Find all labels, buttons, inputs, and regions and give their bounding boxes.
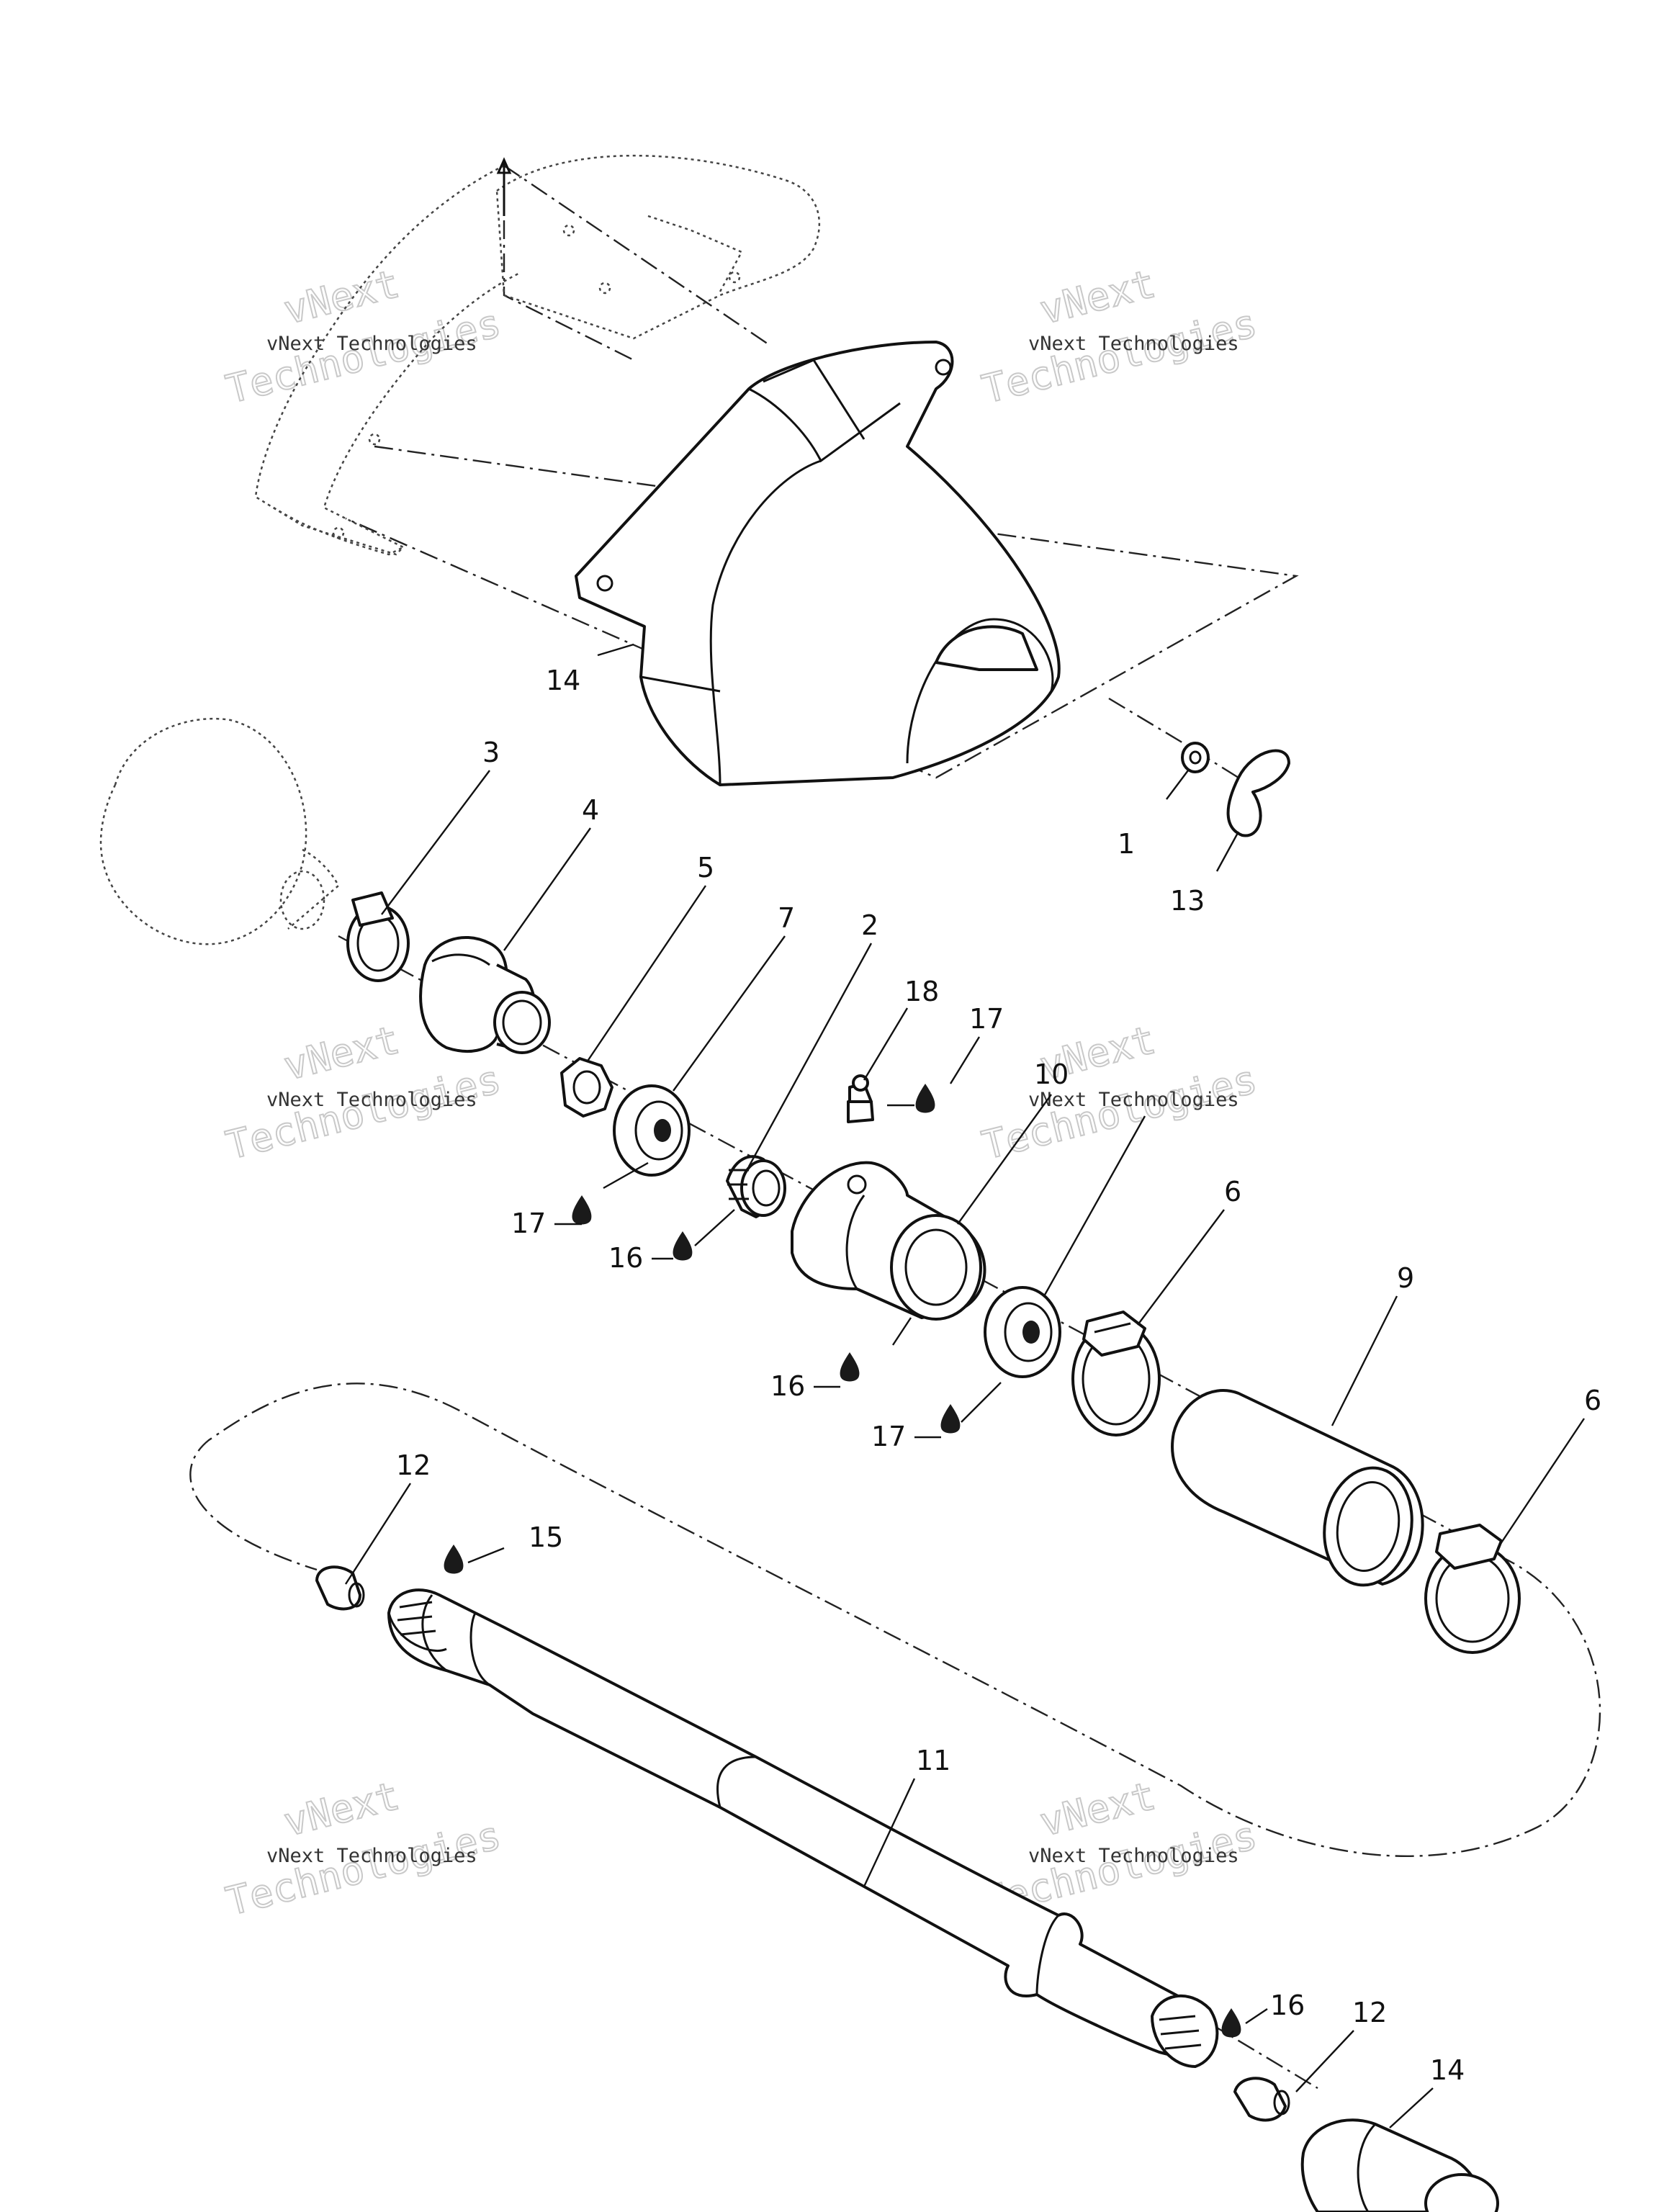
svg-text:vNext: vNext bbox=[279, 1773, 404, 1845]
grease-drop-icon bbox=[1221, 2008, 1241, 2038]
watermark-mid-right: vNext Technologies vNext Technologies bbox=[977, 1016, 1262, 1169]
callout-labels: 14 1 13 3 4 5 7 2 18 17 10 17 6 9 6 17 1… bbox=[396, 665, 1601, 2086]
svg-text:vNext Technologies: vNext Technologies bbox=[266, 1089, 477, 1111]
svg-text:vNext: vNext bbox=[1035, 261, 1160, 333]
grease-drop-icon bbox=[572, 1195, 592, 1225]
watermark-top-left: vNext Technologies vNext Technologies bbox=[221, 260, 506, 413]
svg-text:Technologies: Technologies bbox=[222, 300, 505, 413]
grease-drop-icon bbox=[840, 1352, 860, 1382]
callout-10: 10 bbox=[1034, 1058, 1069, 1090]
callout-2: 2 bbox=[861, 909, 878, 941]
leader-lines bbox=[344, 770, 1585, 2128]
grease-drop-icon bbox=[940, 1404, 961, 1434]
callout-15: 14 bbox=[546, 665, 580, 696]
hex-nut bbox=[560, 1057, 613, 1118]
svg-text:vNext: vNext bbox=[1035, 1773, 1160, 1845]
jet-pump-reference-outline bbox=[99, 717, 340, 945]
watermark-bottom-left: vNext Technologies vNext Technologies bbox=[221, 1772, 506, 1925]
svg-text:Technologies: Technologies bbox=[978, 1056, 1262, 1169]
hull-reference-outline bbox=[254, 154, 821, 556]
svg-text:vNext Technologies: vNext Technologies bbox=[266, 1845, 477, 1867]
svg-text:Technologies: Technologies bbox=[978, 300, 1262, 413]
oil-seal-front bbox=[613, 1084, 691, 1177]
rubber-boot bbox=[419, 936, 551, 1054]
hose-clamp-upper bbox=[1071, 1310, 1161, 1437]
callout-13: 13 bbox=[1170, 885, 1205, 917]
callout-16-shaft: 15 bbox=[529, 1521, 563, 1553]
svg-text:vNext Technologies: vNext Technologies bbox=[266, 333, 477, 355]
callout-11: 11 bbox=[916, 1745, 950, 1776]
callout-6-upper: 6 bbox=[1224, 1176, 1241, 1208]
rubber-hose bbox=[1171, 1389, 1424, 1587]
callout-12-upper: 12 bbox=[396, 1449, 431, 1481]
grease-drop-icon bbox=[673, 1231, 693, 1261]
grease-drop-markers bbox=[444, 1084, 1241, 2038]
oil-seal-rear bbox=[984, 1286, 1061, 1378]
drive-shaft bbox=[387, 1588, 1219, 2068]
callout-16-mid: 16 bbox=[770, 1370, 805, 1402]
callout-17-bottom: 17 bbox=[871, 1421, 906, 1452]
svg-text:vNext Technologies: vNext Technologies bbox=[1028, 333, 1239, 355]
callout-12-lower: 12 bbox=[1352, 1997, 1387, 2028]
shaft-cover bbox=[575, 341, 1061, 786]
grease-fitting bbox=[847, 1074, 874, 1123]
callout-17-left: 17 bbox=[511, 1208, 546, 1239]
grease-drop-icon bbox=[444, 1545, 464, 1574]
callout-3: 3 bbox=[482, 737, 500, 768]
svg-text:vNext: vNext bbox=[279, 261, 404, 333]
svg-text:vNext: vNext bbox=[279, 1017, 404, 1089]
hose-clamp-lower bbox=[1424, 1524, 1521, 1654]
svg-text:vNext Technologies: vNext Technologies bbox=[1028, 1089, 1239, 1111]
svg-text:Technologies: Technologies bbox=[222, 1812, 505, 1925]
callout-17-top: 17 bbox=[969, 1003, 1004, 1035]
callout-4: 4 bbox=[582, 794, 599, 826]
callout-9: 9 bbox=[1397, 1262, 1414, 1294]
callout-16-lower: 16 bbox=[1270, 1990, 1305, 2021]
callout-14-number: 14 bbox=[1430, 2054, 1465, 2086]
bushing bbox=[1300, 2118, 1499, 2212]
callout-18: 18 bbox=[904, 976, 939, 1007]
callout-16-left: 16 bbox=[608, 1242, 643, 1274]
washer bbox=[1181, 742, 1210, 773]
svg-text:vNext Technologies: vNext Technologies bbox=[1028, 1845, 1239, 1867]
callout-5: 5 bbox=[697, 852, 714, 884]
shaft-end-cap-upper bbox=[315, 1565, 365, 1611]
watermark-top-right: vNext Technologies vNext Technologies bbox=[977, 260, 1262, 413]
shaft-end-cap-lower bbox=[1233, 2077, 1290, 2122]
callout-1: 1 bbox=[1118, 828, 1135, 860]
needle-bearing bbox=[726, 1155, 786, 1218]
bearing-housing bbox=[791, 1161, 986, 1321]
callout-7: 7 bbox=[778, 902, 795, 934]
small-clamp bbox=[346, 891, 410, 982]
grease-drop-icon bbox=[915, 1084, 935, 1113]
svg-text:Technologies: Technologies bbox=[222, 1056, 505, 1169]
wing-nut bbox=[1226, 749, 1290, 837]
callout-6-lower: 6 bbox=[1584, 1385, 1601, 1416]
